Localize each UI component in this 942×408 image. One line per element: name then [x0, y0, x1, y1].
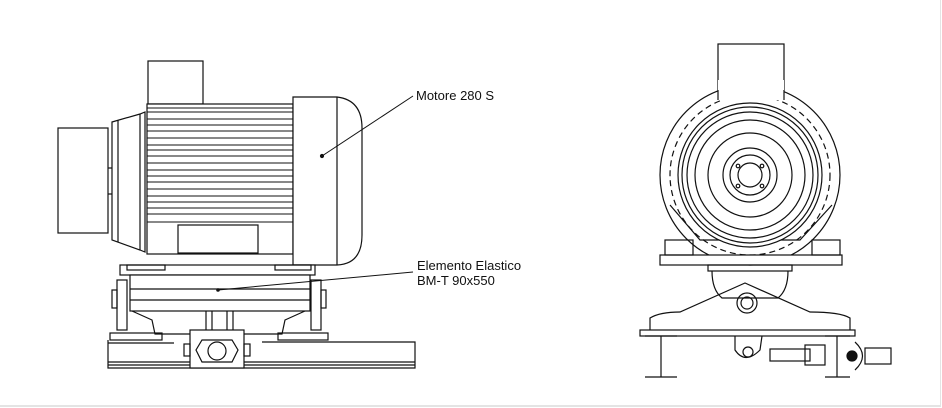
leader-lines — [217, 95, 414, 291]
elastic-element-label-line2: BM-T 90x550 — [417, 273, 495, 288]
side-view-motor — [57, 60, 363, 266]
front-view-motor — [659, 43, 843, 266]
side-view-base-rail — [107, 329, 416, 369]
elastic-element-label: Elemento Elastico BM-T 90x550 — [417, 258, 521, 288]
side-view-elastic-element — [111, 264, 327, 335]
front-view-support — [639, 264, 892, 378]
elastic-element-label-line1: Elemento Elastico — [417, 258, 522, 273]
motor-label: Motore 280 S — [416, 88, 495, 103]
